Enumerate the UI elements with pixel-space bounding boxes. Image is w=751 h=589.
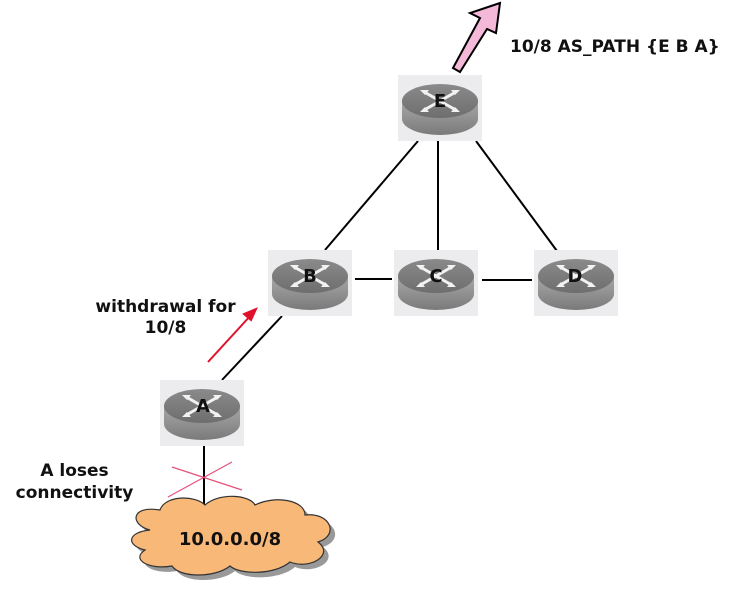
router-e-label: E bbox=[433, 91, 447, 112]
router-d-label: D bbox=[567, 266, 583, 287]
connectivity-loss-label-line1: A loses bbox=[40, 461, 109, 481]
link-e-d bbox=[475, 140, 558, 252]
withdrawal-label-line1: withdrawal for bbox=[95, 297, 236, 317]
withdrawal-arrow bbox=[207, 307, 258, 363]
connectivity-loss-label-line2: connectivity bbox=[15, 483, 134, 503]
links bbox=[203, 140, 558, 520]
router-c-label: C bbox=[429, 266, 443, 287]
network-prefix-label: 10.0.0.0/8 bbox=[178, 529, 282, 550]
advertisement-arrow bbox=[451, 1, 502, 74]
router-a-label: A bbox=[196, 396, 210, 417]
advertisement-label: 10/8 AS_PATH {E B A} bbox=[510, 37, 720, 57]
link-e-b bbox=[324, 140, 419, 251]
router-b-label: B bbox=[303, 266, 317, 287]
link-failure-x-icon bbox=[167, 461, 243, 498]
withdrawal-label-line2: 10/8 bbox=[144, 318, 187, 338]
link-a-b bbox=[221, 315, 283, 381]
network-cloud bbox=[131, 495, 336, 580]
